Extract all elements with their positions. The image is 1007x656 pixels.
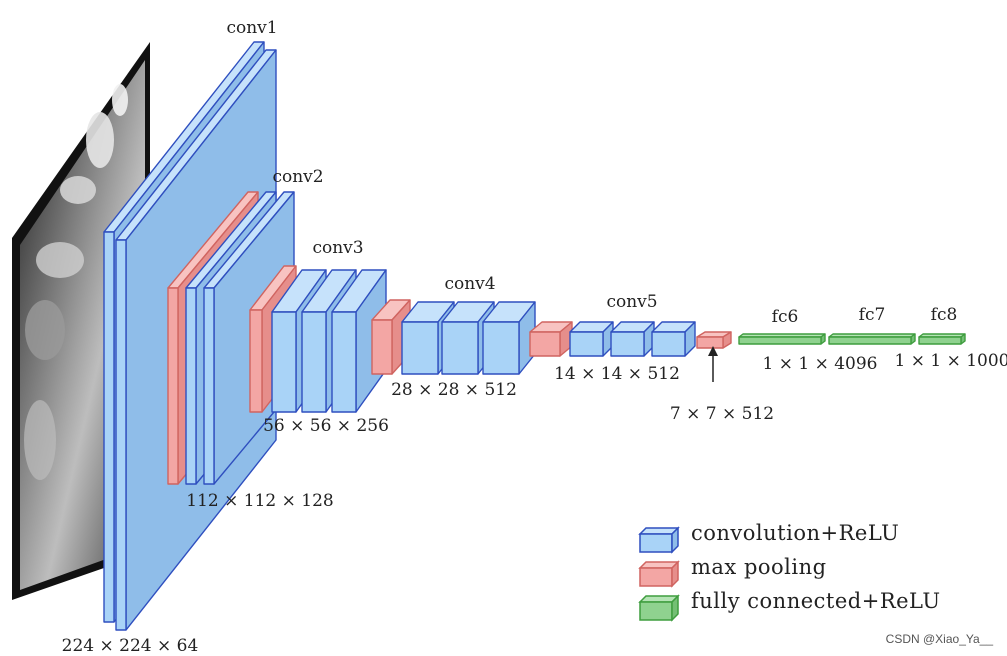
conv5-pool-block	[529, 321, 573, 357]
conv5-block-1-front	[569, 331, 604, 357]
legend-conv-label: convolution+ReLU	[691, 521, 899, 545]
conv4-label: conv4	[444, 274, 495, 294]
legend-fc-swatch	[638, 594, 680, 622]
dim-28-label: 28 × 28 × 512	[391, 380, 517, 400]
pool5-block-front	[696, 336, 724, 349]
conv5-block-1	[569, 321, 614, 357]
pool5-block	[696, 331, 732, 349]
conv2-pool-slab-front	[167, 287, 179, 485]
conv5-block-3	[651, 321, 696, 357]
dim-4096-label: 1 × 1 × 4096	[763, 354, 878, 374]
legend-pool-label: max pooling	[691, 555, 827, 579]
conv1-slab-2-front	[115, 239, 127, 631]
dim-224-label: 224 × 224 × 64	[62, 636, 199, 656]
fc7-label: fc7	[859, 305, 886, 325]
conv4-block-3-front	[482, 321, 520, 375]
conv4-pool-block-front	[371, 319, 393, 375]
fc7-bar-front	[828, 336, 912, 345]
conv4-block-2-front	[441, 321, 479, 375]
conv4-block-3	[482, 301, 536, 375]
watermark: CSDN @Xiao_Ya__	[886, 632, 994, 646]
conv4-block-1-front	[401, 321, 439, 375]
dim-7-label: 7 × 7 × 512	[670, 404, 774, 424]
conv2-slab-2-front	[203, 287, 215, 485]
conv2-label: conv2	[272, 167, 323, 187]
conv3-block-3	[331, 269, 387, 413]
conv1-slab-1-front	[103, 231, 115, 623]
fc8-bar	[918, 333, 966, 345]
arrow-7x7	[708, 346, 718, 382]
fc6-label: fc6	[772, 307, 799, 327]
fc8-label: fc8	[931, 305, 958, 325]
legend-fc-label: fully connected+ReLU	[691, 589, 941, 613]
legend-conv-swatch	[638, 526, 680, 554]
conv5-label: conv5	[606, 292, 657, 312]
conv3-block-2-front	[301, 311, 327, 413]
conv3-pool-slab-front	[249, 309, 263, 413]
fc6-bar	[738, 333, 826, 345]
legend-pool-swatch	[638, 560, 680, 588]
dim-1000-label: 1 × 1 × 1000	[895, 351, 1007, 371]
dim-14-label: 14 × 14 × 512	[554, 364, 680, 384]
conv5-pool-block-front	[529, 331, 561, 357]
fc6-bar-front	[738, 336, 822, 345]
conv5-block-2	[610, 321, 655, 357]
conv3-block-1-front	[271, 311, 297, 413]
conv3-block-3-front	[331, 311, 357, 413]
conv3-label: conv3	[312, 238, 363, 258]
conv5-block-2-front	[610, 331, 645, 357]
legend: convolution+ReLU max pooling fully conne…	[638, 521, 941, 622]
fc8-bar-front	[918, 336, 962, 345]
conv1-label: conv1	[226, 18, 277, 38]
dim-56-label: 56 × 56 × 256	[263, 416, 389, 436]
conv5-block-3-front	[651, 331, 686, 357]
dim-112-label: 112 × 112 × 128	[186, 491, 333, 511]
fc7-bar	[828, 333, 916, 345]
conv2-slab-1-front	[185, 287, 197, 485]
